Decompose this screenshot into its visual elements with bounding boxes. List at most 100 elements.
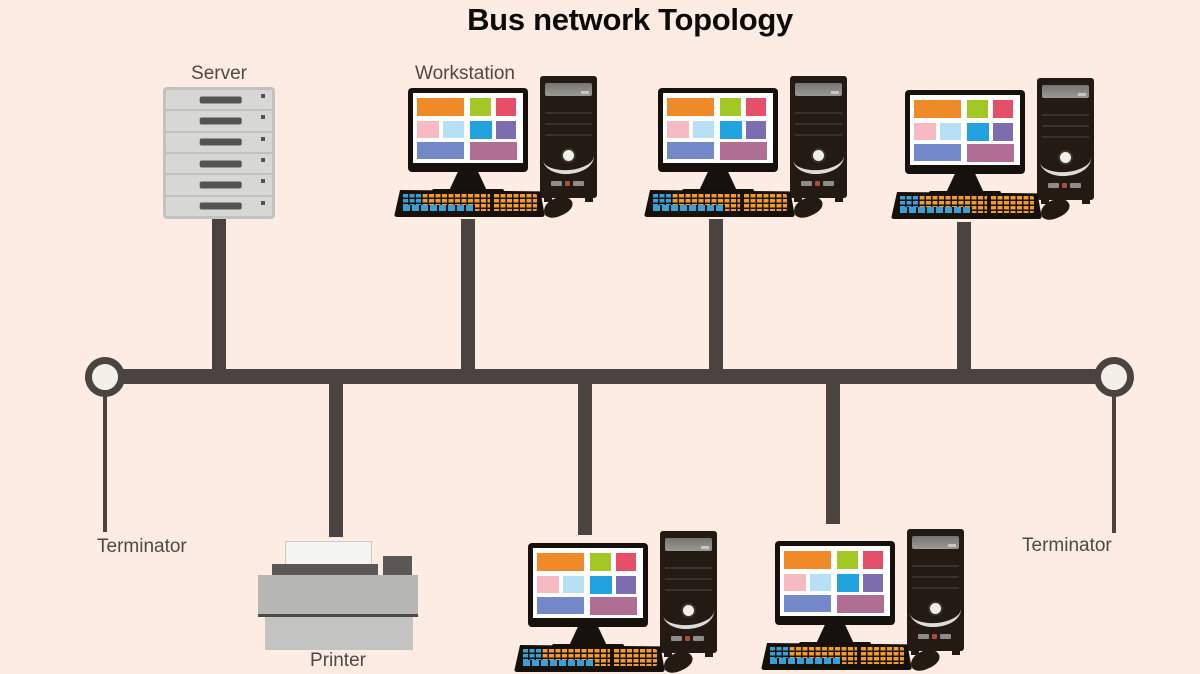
server-slot — [166, 196, 272, 216]
keyboard-keys-blue-row — [770, 658, 842, 664]
workstation-5-icon — [757, 519, 972, 674]
terminator-stem-left — [103, 377, 107, 532]
screen-tile-mauve — [837, 595, 885, 614]
drop-line-printer — [329, 382, 343, 537]
tower-ports — [551, 181, 584, 186]
keyboard-icon — [514, 645, 665, 672]
tower-swoosh-decoration — [661, 594, 716, 632]
terminator-right-icon — [1094, 357, 1134, 397]
screen-tile-purple — [862, 574, 884, 593]
monitor-icon — [905, 90, 1025, 174]
screen-tile-periwinkle — [667, 142, 714, 159]
keyboard-section-gap — [740, 193, 744, 214]
server-slot — [166, 132, 272, 152]
screen-tile-pink — [667, 121, 690, 138]
bus-line — [105, 369, 1115, 384]
tower-vent-line — [1042, 125, 1089, 127]
terminator-right-label: Terminator — [1022, 535, 1112, 556]
screen-tile-green — [837, 550, 859, 570]
printer-control-box — [383, 556, 412, 575]
tower-vent-line — [912, 565, 959, 567]
workstation-2-icon — [640, 66, 855, 222]
tower-vent-line — [795, 112, 842, 114]
monitor-icon — [775, 541, 895, 625]
screen-tile-orange — [417, 97, 464, 117]
drop-line-workstation-1 — [461, 219, 475, 372]
screen-tile-orange — [667, 97, 714, 117]
monitor-screen — [413, 93, 523, 163]
terminator-left-icon — [85, 357, 125, 397]
screen-tile-orange — [784, 550, 831, 570]
screen-tile-orange — [914, 99, 961, 119]
server-icon — [163, 87, 275, 219]
screen-tile-periwinkle — [417, 142, 464, 159]
keyboard-keys-blue-row — [403, 205, 475, 211]
screen-tile-periwinkle — [914, 144, 961, 161]
server-slot — [166, 90, 272, 110]
drive-bay-icon — [545, 83, 592, 96]
keyboard-section-gap — [610, 648, 614, 669]
screen-tile-lightblue — [809, 574, 831, 591]
drop-line-server — [212, 217, 226, 372]
screen-tile-blue — [470, 121, 493, 140]
monitor-screen — [780, 546, 890, 616]
drop-line-workstation-3 — [957, 222, 971, 372]
drive-bay-icon — [665, 538, 712, 551]
screen-tile-periwinkle — [784, 595, 831, 612]
screen-tile-green — [720, 97, 742, 117]
screen-tile-red — [862, 550, 884, 570]
monitor-screen — [533, 548, 643, 618]
tower-vent-line — [665, 567, 712, 569]
keyboard-icon — [394, 190, 545, 217]
screen-tile-orange — [537, 552, 584, 572]
screen-tile-lightblue — [442, 121, 464, 138]
computer-tower-icon — [660, 531, 717, 657]
drive-bay-icon — [795, 83, 842, 96]
monitor-screen — [910, 95, 1020, 165]
terminator-stem-right — [1112, 377, 1116, 533]
keyboard-section-gap — [987, 195, 991, 216]
monitor-icon — [658, 88, 778, 172]
drop-line-workstation-4 — [578, 382, 592, 535]
keyboard-icon — [891, 192, 1042, 219]
printer-top-bar — [272, 564, 378, 575]
tower-swoosh-decoration — [1038, 141, 1093, 179]
drive-bay-icon — [1042, 85, 1089, 98]
screen-tile-pink — [784, 574, 807, 591]
tower-vent-line — [795, 134, 842, 136]
keyboard-keys-blue-row — [653, 205, 725, 211]
screen-tile-blue — [967, 123, 990, 142]
diagram-title: Bus network Topology — [467, 2, 793, 37]
keyboard-section-gap — [490, 193, 494, 214]
keyboard-icon — [644, 190, 795, 217]
tower-vent-line — [912, 576, 959, 578]
screen-tile-purple — [615, 576, 637, 595]
tower-vent-line — [665, 578, 712, 580]
tower-vent-line — [665, 589, 712, 591]
tower-vent-line — [545, 112, 592, 114]
screen-tile-red — [992, 99, 1014, 119]
printer-paper — [285, 541, 372, 567]
workstation-label: Workstation — [415, 63, 515, 84]
server-slot — [166, 153, 272, 174]
keyboard-icon — [761, 643, 912, 670]
printer-label: Printer — [310, 650, 366, 671]
drop-line-workstation-5 — [826, 382, 840, 524]
screen-tile-blue — [590, 576, 613, 595]
power-button-icon — [563, 150, 574, 161]
screen-tile-mauve — [967, 144, 1015, 163]
tower-vent-line — [1042, 136, 1089, 138]
screen-tile-lightblue — [692, 121, 714, 138]
tower-ports — [671, 636, 704, 641]
power-button-icon — [683, 605, 694, 616]
screen-tile-pink — [417, 121, 440, 138]
screen-tile-green — [470, 97, 492, 117]
screen-tile-green — [590, 552, 612, 572]
drive-bay-icon — [912, 536, 959, 549]
computer-tower-icon — [907, 529, 964, 655]
screen-tile-green — [967, 99, 989, 119]
terminator-left-label: Terminator — [97, 536, 187, 557]
screen-tile-purple — [745, 121, 767, 140]
tower-vent-line — [545, 123, 592, 125]
